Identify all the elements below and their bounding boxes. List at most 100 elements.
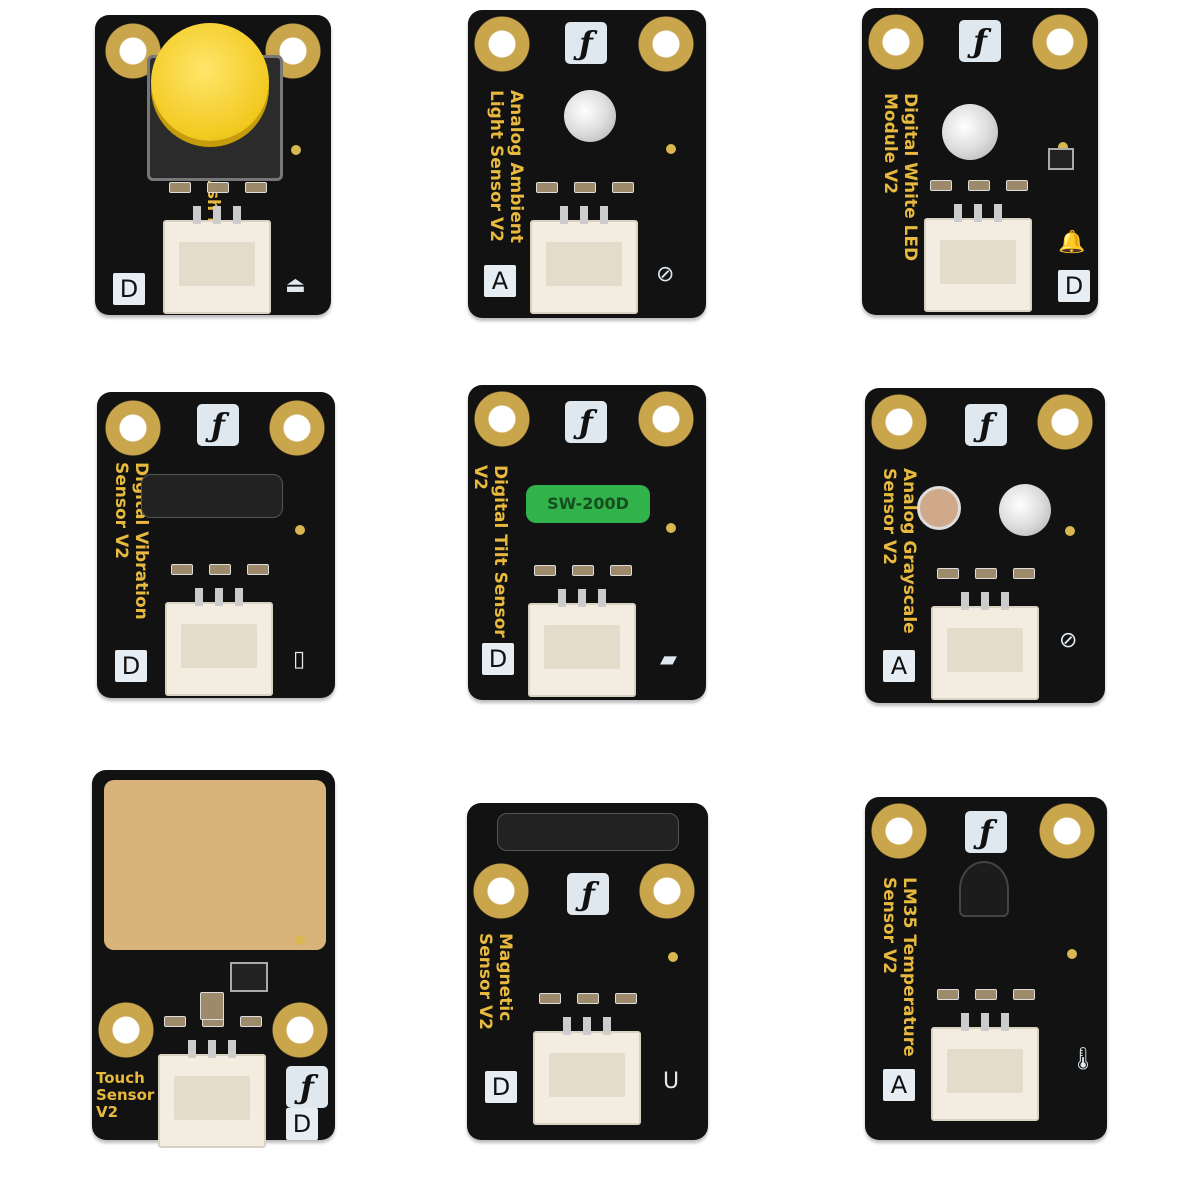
smd-component: [615, 993, 637, 1004]
signal-type-badge: D: [115, 650, 147, 682]
smd-component: [1013, 568, 1035, 579]
smd-component: [577, 993, 599, 1004]
via-dot: [1058, 141, 1068, 152]
smd-component: [164, 1016, 186, 1027]
label-line: Magnetic: [495, 933, 515, 1022]
mounting-hole: [473, 863, 529, 919]
label-line: Digital Tilt Sensor: [490, 465, 510, 638]
connector-pin: [974, 204, 982, 222]
connector-pin: [961, 1013, 969, 1031]
connector-pin: [954, 204, 962, 222]
jst-connector: [533, 1017, 641, 1125]
connector-pin: [981, 592, 989, 610]
mounting-hole: [1032, 14, 1088, 70]
smd-component: [968, 180, 990, 191]
jst-connector: [528, 589, 636, 697]
connector-pin: [208, 1040, 216, 1058]
via-dot: [666, 522, 676, 533]
via-dot: [1067, 948, 1077, 959]
module-symbol-icon: U: [663, 1069, 680, 1094]
dfrobot-logo: ƒ: [565, 22, 607, 64]
capacitor: [200, 992, 224, 1020]
signal-type-badge: D: [286, 1108, 318, 1140]
yellow-button-cap[interactable]: [151, 23, 269, 141]
label-line: Light Sensor V2: [486, 90, 506, 242]
touch-ic: [230, 962, 268, 992]
connector-pin: [1001, 592, 1009, 610]
module-symbol-icon: 🌡: [1069, 1047, 1097, 1072]
mounting-hole: [1037, 394, 1093, 450]
connector-pin: [215, 588, 223, 606]
mounting-hole: [105, 400, 161, 456]
jst-connector: [931, 1013, 1039, 1121]
jst-connector: [158, 1040, 266, 1148]
transistor-chip: [1048, 148, 1074, 170]
label-line: Sensor V2: [475, 933, 495, 1030]
module-symbol-icon: ⊘: [1059, 628, 1078, 653]
mounting-hole: [868, 14, 924, 70]
label-line: Touch: [96, 1069, 145, 1087]
dfrobot-logo: ƒ: [965, 404, 1007, 446]
connector-pin: [578, 589, 586, 607]
connector-pin: [213, 206, 221, 224]
white-led: [942, 104, 998, 160]
via-dot: [295, 935, 305, 945]
label-line: V2: [96, 1103, 119, 1121]
mounting-hole: [98, 1002, 154, 1058]
connector-pin: [598, 589, 606, 607]
connector-pin: [233, 206, 241, 224]
connector-pin: [235, 588, 243, 606]
smd-component: [574, 182, 596, 193]
module-symbol-icon: 🔔: [1058, 230, 1086, 255]
mounting-hole: [638, 16, 694, 72]
connector-pin: [558, 589, 566, 607]
via-dot: [1065, 525, 1075, 536]
signal-type-badge: A: [484, 265, 516, 297]
signal-type-badge: A: [883, 650, 915, 682]
module-symbol-icon: ⏏: [285, 273, 306, 298]
module-symbol-icon: ⊘: [656, 262, 675, 287]
connector-pin: [195, 588, 203, 606]
smd-component: [240, 1016, 262, 1027]
label-line: Analog Grayscale: [899, 468, 919, 634]
dfrobot-logo: ƒ: [567, 873, 609, 915]
smd-component: [612, 182, 634, 193]
signal-type-badge: D: [482, 643, 514, 675]
mounting-hole: [639, 863, 695, 919]
smd-component: [536, 182, 558, 193]
smd-component: [245, 182, 267, 193]
smd-component: [247, 564, 269, 575]
dfrobot-logo: ƒ: [197, 404, 239, 446]
smd-component: [572, 565, 594, 576]
connector-pin: [193, 206, 201, 224]
connector-pin: [563, 1017, 571, 1035]
smd-component: [975, 989, 997, 1000]
jst-connector: [165, 588, 273, 696]
jst-connector: [163, 206, 271, 314]
smd-component: [975, 568, 997, 579]
via-dot: [295, 525, 305, 535]
reed-switch: [497, 813, 679, 851]
connector-pin: [188, 1040, 196, 1058]
smd-component: [937, 989, 959, 1000]
smd-component: [209, 564, 231, 575]
via-dot: [291, 145, 301, 155]
connector-pin: [994, 204, 1002, 222]
dfrobot-logo: ƒ: [565, 401, 607, 443]
label-line: Analog Ambient: [506, 90, 526, 243]
mounting-hole: [272, 1002, 328, 1058]
smd-component: [169, 182, 191, 193]
smd-component: [1006, 180, 1028, 191]
via-dot: [668, 951, 678, 962]
